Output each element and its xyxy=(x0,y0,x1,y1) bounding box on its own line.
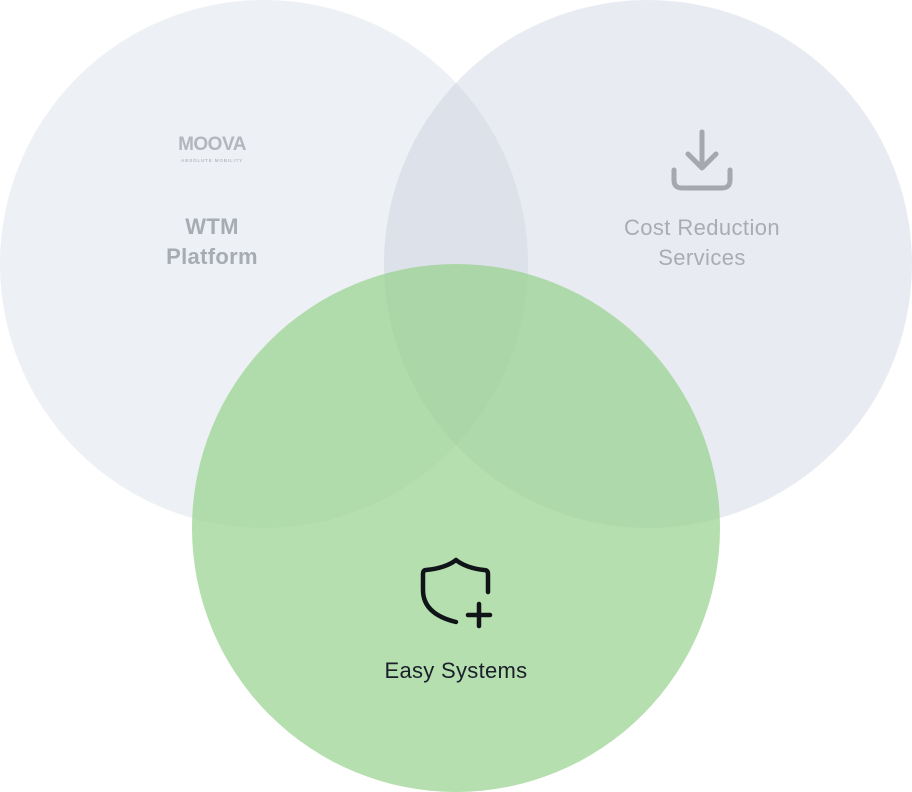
shield-plus-icon xyxy=(418,556,498,630)
moova-logo-text: MOOVA xyxy=(178,134,247,155)
moova-logo: MOOVA ABSOLUTE MOBILITY xyxy=(176,130,248,166)
label-easy-systems: Easy Systems xyxy=(384,658,528,683)
moova-logo-tagline: ABSOLUTE MOBILITY xyxy=(181,158,243,163)
label-cost-reduction-services: Cost Reduction Services xyxy=(623,215,780,270)
label-wtm-platform: WTM Platform xyxy=(166,214,258,269)
circle-easy-systems xyxy=(192,264,720,792)
download-icon xyxy=(668,126,736,194)
